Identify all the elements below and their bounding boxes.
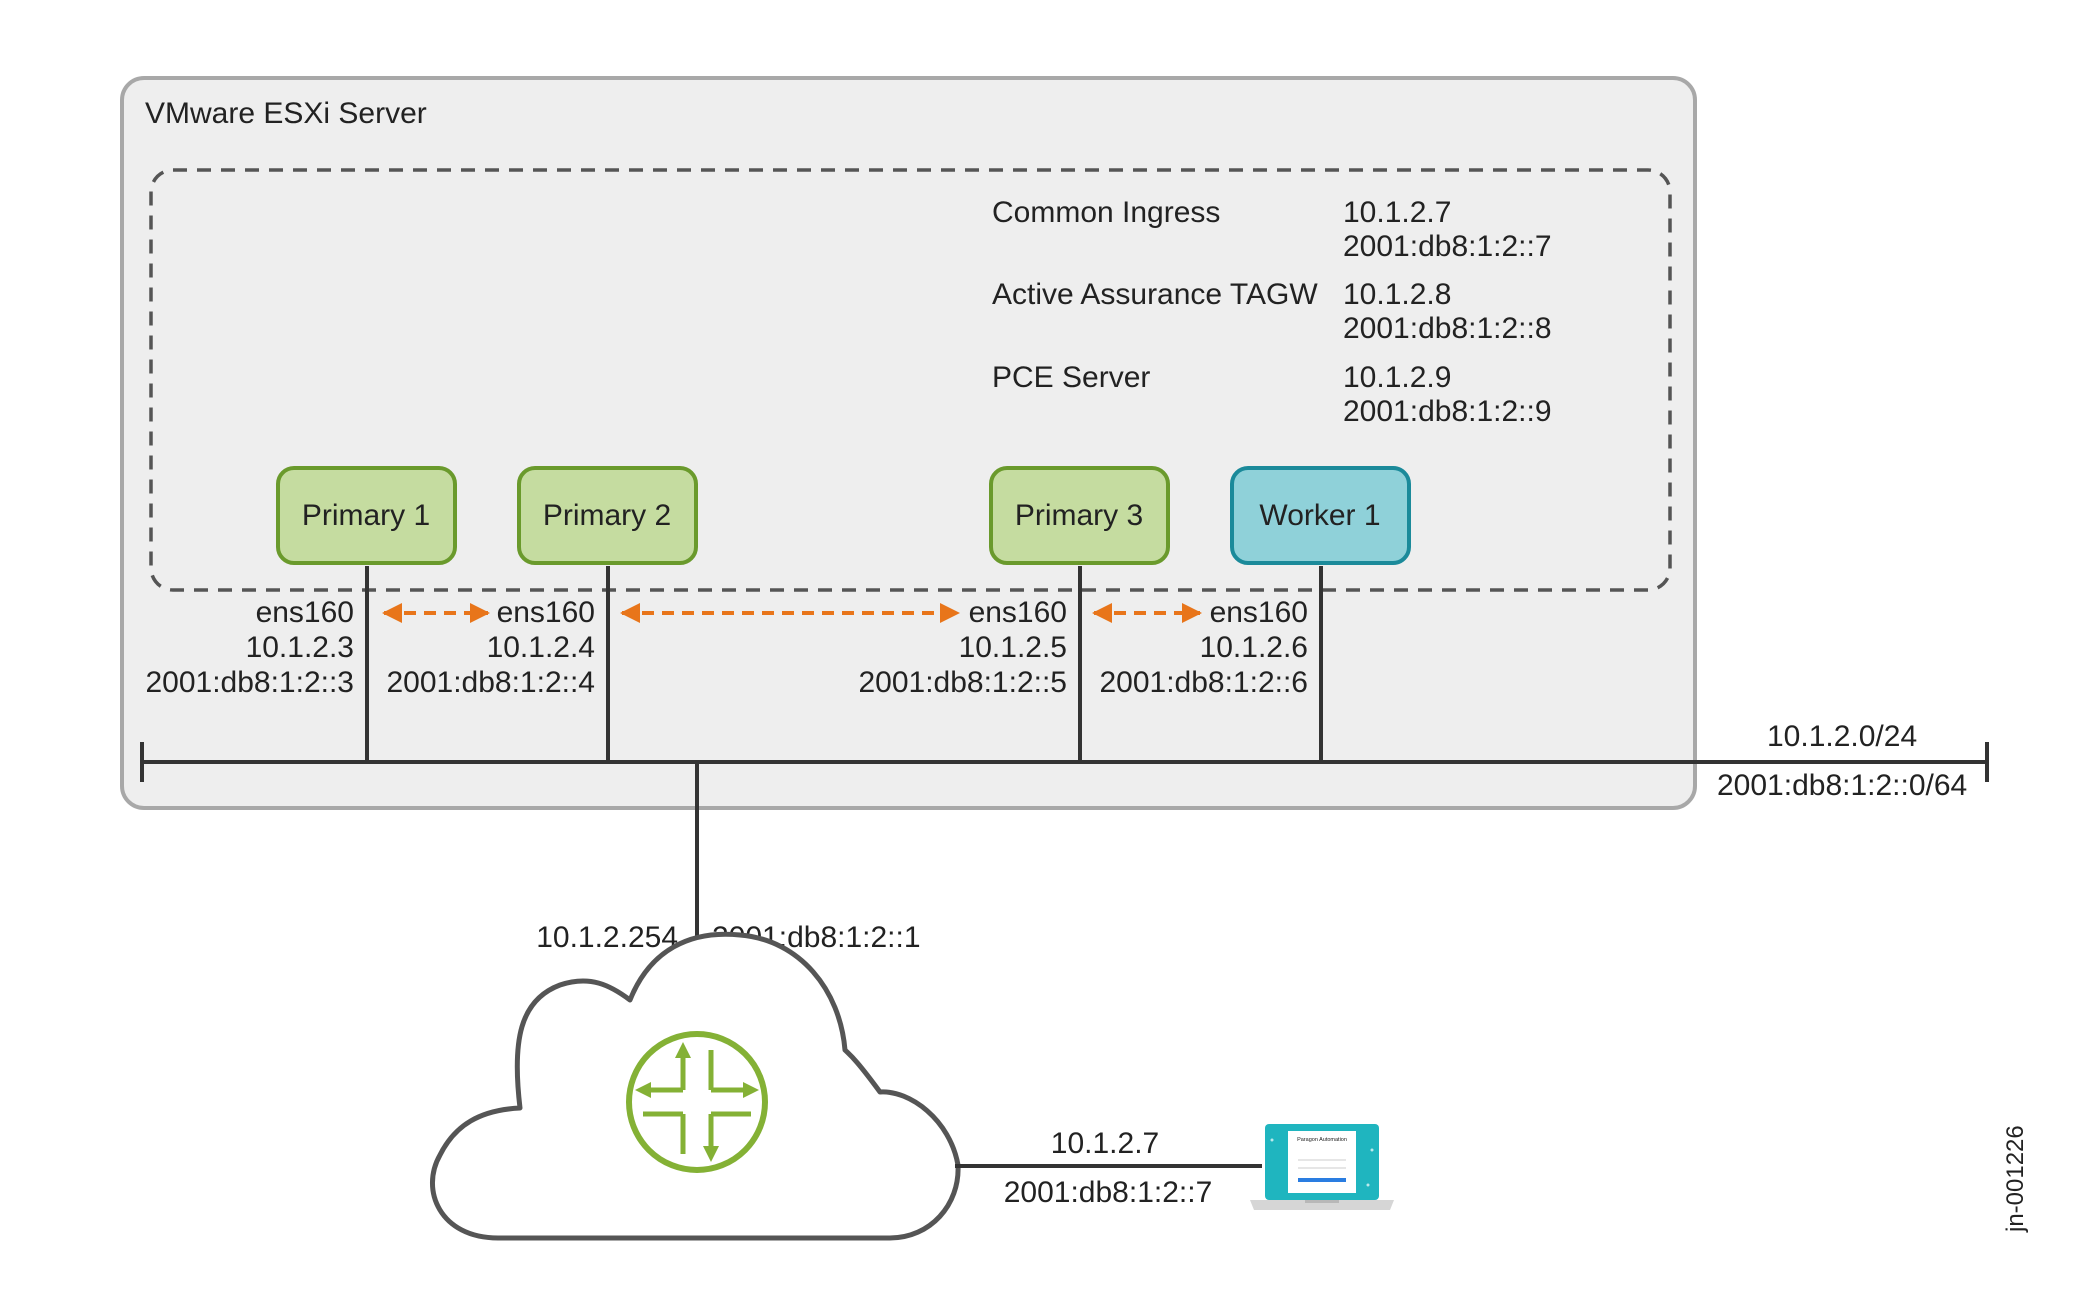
node-worker-1: Worker 1 — [1230, 466, 1411, 565]
node-primary-3: Primary 3 — [989, 466, 1170, 565]
iface-ipv4: 10.1.2.3 — [246, 631, 354, 664]
iface-name: ens160 — [256, 596, 354, 629]
node-label: Primary 3 — [1015, 499, 1143, 532]
iface-ipv4: 10.1.2.6 — [1200, 631, 1308, 664]
service-name: Active Assurance TAGW — [992, 278, 1318, 311]
interface-labels: ens160 10.1.2.3 2001:db8:1:2::3 ens160 1… — [145, 596, 1308, 699]
iface-ipv6: 2001:db8:1:2::6 — [1099, 666, 1308, 699]
service-ipv4: 10.1.2.8 — [1343, 278, 1451, 311]
iface-ipv4: 10.1.2.4 — [487, 631, 595, 664]
esxi-server-title: VMware ESXi Server — [145, 97, 427, 130]
iface-ipv6: 2001:db8:1:2::3 — [145, 666, 354, 699]
gateway-ipv4: 10.1.2.254 — [536, 921, 678, 954]
node-label: Primary 2 — [543, 499, 671, 532]
iface-name: ens160 — [969, 596, 1067, 629]
laptop-screen-title: Paragon Automation — [1297, 1137, 1347, 1143]
services-table: Common Ingress 10.1.2.7 2001:db8:1:2::7 … — [992, 196, 1552, 428]
node-primary-1: Primary 1 — [276, 466, 457, 565]
node-label: Primary 1 — [302, 499, 430, 532]
service-ipv6: 2001:db8:1:2::9 — [1343, 395, 1552, 428]
subnet-ipv4: 10.1.2.0/24 — [1767, 720, 1917, 753]
figure-id: jn-001226 — [2002, 1125, 2029, 1233]
service-name: PCE Server — [992, 361, 1150, 394]
iface-ipv6: 2001:db8:1:2::5 — [858, 666, 1067, 699]
subnet-ipv6: 2001:db8:1:2::0/64 — [1717, 769, 1967, 802]
iface-name: ens160 — [1210, 596, 1308, 629]
service-ipv4: 10.1.2.9 — [1343, 361, 1451, 394]
service-ipv6: 2001:db8:1:2::7 — [1343, 230, 1552, 263]
client-ipv6: 2001:db8:1:2::7 — [1004, 1176, 1213, 1209]
service-name: Common Ingress — [992, 196, 1220, 229]
node-label: Worker 1 — [1259, 499, 1380, 532]
iface-ipv4: 10.1.2.5 — [959, 631, 1067, 664]
iface-ipv6: 2001:db8:1:2::4 — [386, 666, 595, 699]
service-ipv6: 2001:db8:1:2::8 — [1343, 312, 1552, 345]
service-ipv4: 10.1.2.7 — [1343, 196, 1451, 229]
iface-name: ens160 — [497, 596, 595, 629]
client-ipv4: 10.1.2.7 — [1051, 1127, 1159, 1160]
esxi-server-box — [120, 76, 1697, 810]
laptop-icon: Paragon Automation — [1250, 1124, 1394, 1210]
node-primary-2: Primary 2 — [517, 466, 698, 565]
router-icon — [626, 1031, 768, 1173]
